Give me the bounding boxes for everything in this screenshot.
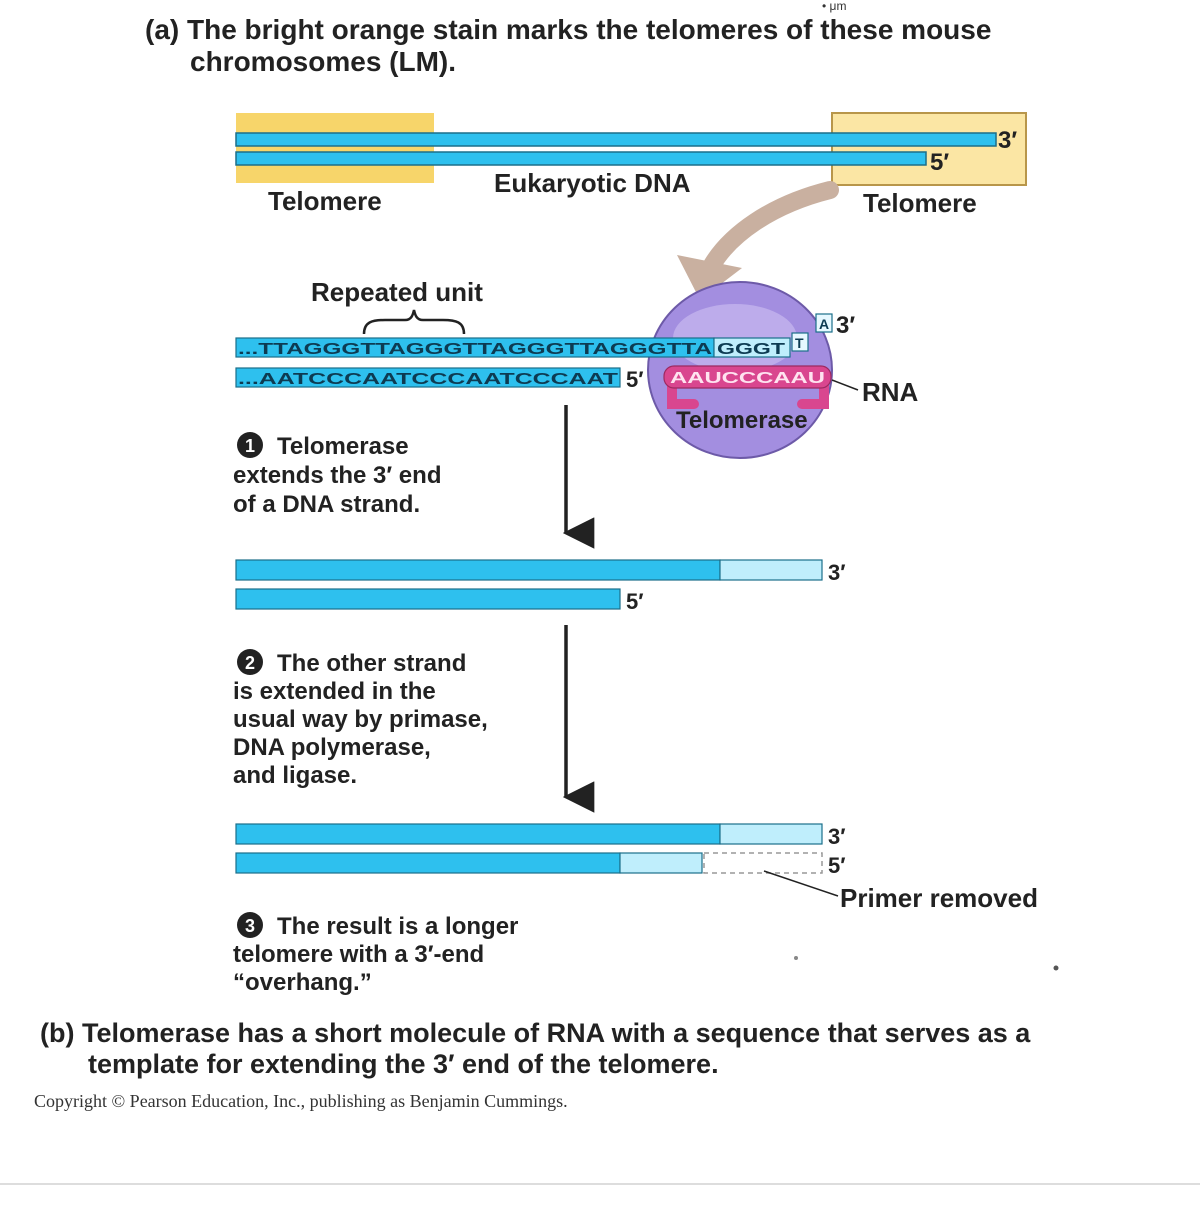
caption-b-line2: template for extending the 3′ end of the… — [88, 1049, 719, 1079]
sequence-5-end: 5′ — [626, 367, 644, 392]
top-strand-5-end: 5′ — [930, 149, 949, 176]
scale-mark: • μm — [822, 0, 846, 13]
removed-primer-outline — [703, 852, 823, 874]
panel1-top-extension — [719, 559, 823, 581]
panel2-bottom-extension — [619, 852, 703, 874]
rna-template-strand — [663, 365, 832, 389]
right-telomere-region — [831, 112, 1027, 186]
primer-removed-label: Primer removed — [840, 883, 1038, 913]
step-2-line-2: is extended in the — [233, 678, 436, 705]
panel2-5-end: 5′ — [828, 853, 846, 878]
step-3-line-1: The result is a longer — [277, 913, 518, 940]
new-nucleotides-text: GGGT — [717, 341, 786, 358]
panel1-top-strand — [235, 559, 721, 581]
right-telomere-label: Telomere — [863, 188, 977, 218]
top-dna-strand-lower — [235, 151, 927, 166]
step-1-line-1: Telomerase — [277, 433, 409, 460]
rna-template-text: AAUCCCAAU — [670, 370, 825, 387]
step-2-number: 2 — [245, 653, 255, 673]
panel2-bottom-strand — [235, 852, 621, 874]
bottom-sequence-strand — [235, 367, 621, 388]
step-1-line-2: extends the 3′ end — [233, 462, 441, 489]
panel2-3-end: 3′ — [828, 824, 846, 849]
step-3-line-3: “overhang.” — [233, 969, 372, 996]
step-2-line-4: DNA polymerase, — [233, 734, 431, 761]
panel2-top-strand — [235, 823, 721, 845]
caption-a-line1: (a) The bright orange stain marks the te… — [145, 14, 991, 45]
sequence-3-end: 3′ — [836, 312, 855, 339]
top-sequence-text: ...TTAGGGTTAGGGTTAGGGTTAGGGTTA — [238, 341, 712, 358]
top-strand-3-end: 3′ — [998, 127, 1017, 154]
step-3-number: 3 — [245, 916, 255, 936]
repeated-unit-brace — [362, 309, 466, 335]
caption-b-line1: (b) Telomerase has a short molecule of R… — [40, 1018, 1031, 1048]
panel1-3-end: 3′ — [828, 560, 846, 585]
primer-removed-leader — [763, 870, 839, 897]
incoming-nucleotide-a: A — [819, 316, 829, 332]
zoom-arrow — [703, 181, 839, 274]
repeated-unit-label: Repeated unit — [311, 277, 483, 307]
panel1-bottom-strand — [235, 588, 621, 610]
caption-a-line2: chromosomes (LM). — [190, 46, 456, 77]
telomerase-label: Telomerase — [676, 407, 808, 434]
eukaryotic-dna-label: Eukaryotic DNA — [494, 168, 691, 198]
step-2-line-3: usual way by primase, — [233, 706, 488, 733]
left-telomere-region — [236, 113, 434, 183]
panel1-5-end: 5′ — [626, 589, 644, 614]
bottom-sequence-text: ...AATCCCAATCCCAATCCCAAT — [238, 371, 619, 388]
step-3-badge — [237, 912, 263, 938]
new-nucleotides-strand — [713, 337, 791, 358]
step-3-line-2: telomere with a 3′-end — [233, 941, 484, 968]
incoming-nucleotide-a-box — [815, 313, 833, 333]
step-2-line-5: and ligase. — [233, 762, 357, 789]
scan-speck — [1053, 965, 1059, 971]
rna-leader-line — [831, 379, 859, 391]
step-2-badge — [237, 649, 263, 675]
copyright: Copyright © Pearson Education, Inc., pub… — [34, 1091, 568, 1111]
left-telomere-label: Telomere — [268, 186, 382, 216]
step-1-badge — [237, 432, 263, 458]
panel2-top-extension — [719, 823, 823, 845]
zoom-arrow-head — [677, 255, 742, 300]
top-dna-strand-upper — [235, 132, 997, 147]
incoming-nucleotide-t-box — [791, 332, 809, 352]
step-2-line-1: The other strand — [277, 650, 466, 677]
scan-speck — [794, 956, 798, 960]
step-1-number: 1 — [245, 436, 255, 456]
step-1-line-3: of a DNA strand. — [233, 491, 420, 518]
incoming-nucleotide-t: T — [795, 335, 804, 351]
rna-label: RNA — [862, 377, 919, 407]
